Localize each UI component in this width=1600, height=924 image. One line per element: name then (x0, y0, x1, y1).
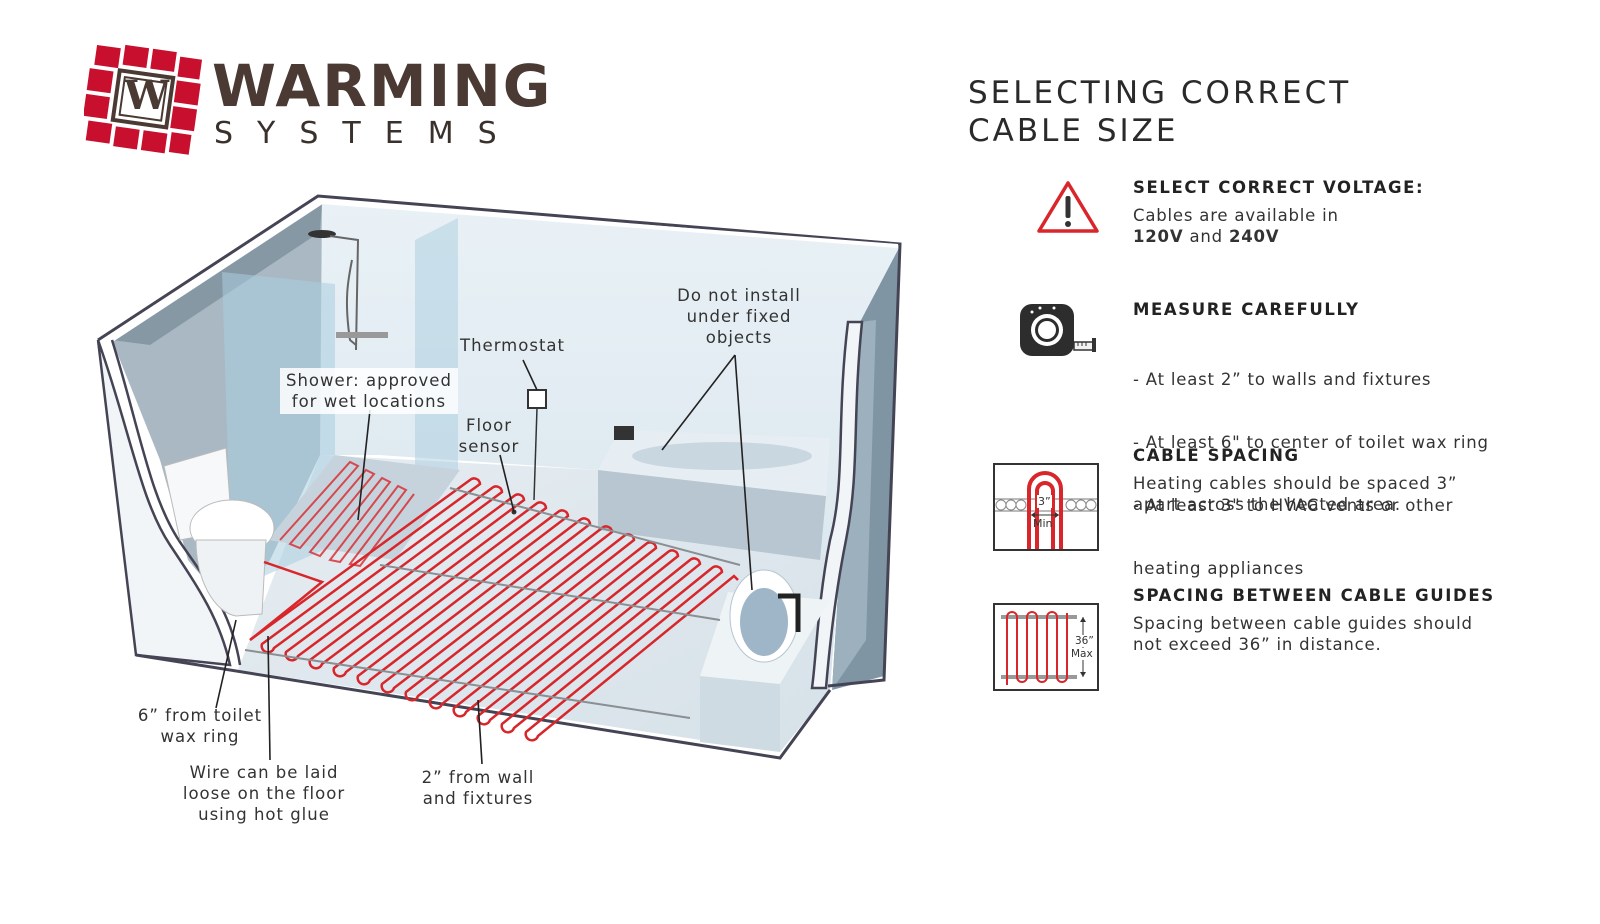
guides-label-top: 36” (1075, 635, 1094, 647)
page-title: SELECTING CORRECT CABLE SIZE (968, 74, 1351, 150)
cable-guide-strips (244, 487, 741, 719)
measure-bullet: - At least 6" to center of toilet wax ri… (1133, 433, 1489, 452)
cable-guides-icon: 36” Max (993, 603, 1099, 695)
section-heading: SPACING BETWEEN CABLE GUIDES (1133, 586, 1495, 605)
section-heading: SELECT CORRECT VOLTAGE: (1133, 178, 1425, 197)
right-wall-inner (832, 320, 876, 690)
logo-subtitle: SYSTEMS (214, 116, 521, 151)
spacing-label-top: 3” (1037, 495, 1052, 508)
left-wall-cutaway (96, 339, 232, 667)
bathtub (598, 426, 830, 560)
section-measure: MEASURE CAREFULLY - At least 2” to walls… (1133, 300, 1489, 621)
title-line-1: SELECTING CORRECT (968, 75, 1352, 111)
callout-leaders (215, 354, 753, 765)
measure-bullet: - At least 2” to walls and fixtures (1133, 370, 1432, 389)
section-body-line: Heating cables should be spaced 3” (1133, 474, 1458, 493)
spacing-label-bottom: Min (1033, 517, 1053, 530)
title-line-2: CABLE SIZE (968, 113, 1179, 149)
toilet (163, 447, 275, 617)
callout-thermostat: Thermostat (460, 336, 565, 355)
shower-glass-right (415, 218, 458, 495)
logo-tiles-icon (83, 44, 203, 155)
callout-floor-sensor: Floor sensor (458, 416, 520, 456)
measure-bullet: - At least 3" to HVAC vents or other (1133, 496, 1454, 515)
heating-cable-toilet (249, 560, 325, 641)
shower-head-icon (308, 230, 388, 351)
thermostat-icon (527, 389, 547, 409)
callout-shower: Shower: approved for wet locations (280, 368, 458, 414)
brand-logo: W (83, 42, 204, 157)
logo-wordmark: WARMING (212, 52, 553, 120)
section-body-line: Spacing between cable guides should (1133, 614, 1473, 633)
section-heading: MEASURE CAREFULLY (1133, 300, 1360, 319)
voltage-and: and (1183, 227, 1229, 246)
warning-triangle-icon (1036, 180, 1100, 238)
section-body-line: apart across the heated area. (1133, 495, 1401, 514)
cable-spacing-icon: 3” Min (993, 463, 1099, 555)
voltage-240: 240V (1228, 227, 1280, 246)
section-body-line: Cables are available in (1133, 206, 1339, 225)
callout-do-not-install: Do not install under fixed objects (677, 286, 801, 347)
section-heading: CABLE SPACING (1133, 446, 1300, 465)
right-wall-cutaway (810, 320, 864, 690)
section-body-line: not exceed 36” in distance. (1133, 635, 1382, 654)
voltage-120: 120V (1133, 227, 1184, 246)
guides-label-bottom: Max (1071, 648, 1093, 660)
callout-wall: 2” from wall and fixtures (421, 768, 535, 808)
tape-measure-icon (1018, 302, 1098, 362)
callout-toilet: 6” from toilet wax ring (137, 706, 263, 746)
callout-wire: Wire can be laid loose on the floor usin… (182, 763, 346, 824)
section-cable-guides: SPACING BETWEEN CABLE GUIDES Spacing bet… (1133, 586, 1495, 655)
section-voltage: SELECT CORRECT VOLTAGE: Cables are avail… (1133, 178, 1424, 247)
measure-bullet: heating appliances (1133, 559, 1304, 578)
section-cable-spacing: CABLE SPACING Heating cables should be s… (1133, 446, 1457, 515)
bathroom-illustration (96, 194, 902, 765)
vanity-basin (700, 569, 830, 752)
logo-monogram: W (124, 72, 169, 119)
heating-cable-shower (279, 460, 415, 568)
